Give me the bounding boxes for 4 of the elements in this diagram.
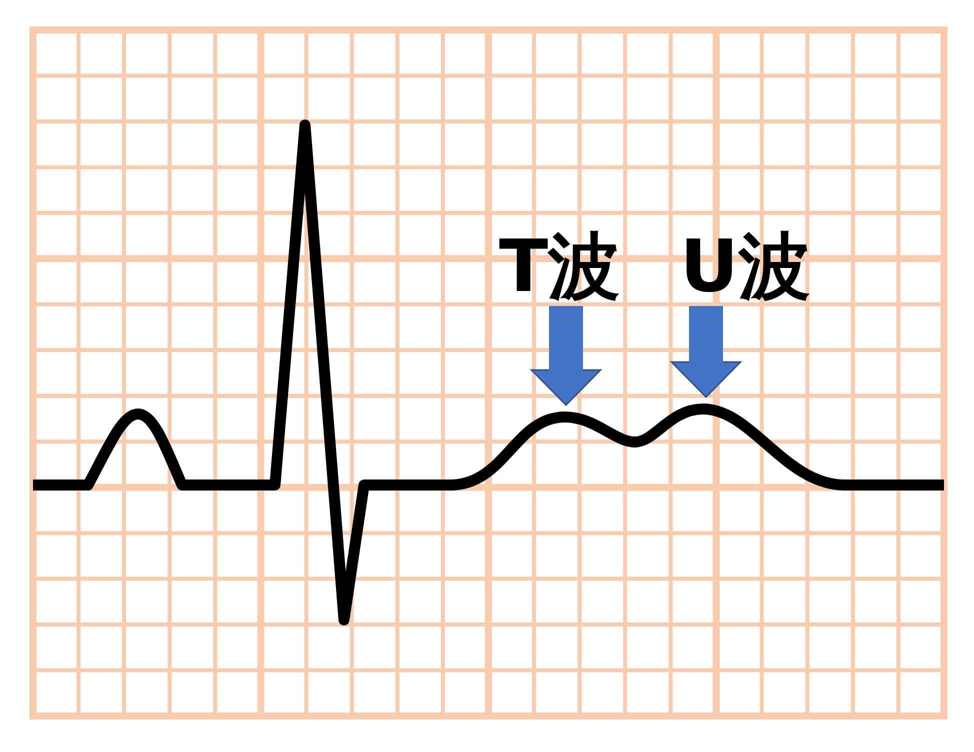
- arrow: [670, 306, 742, 398]
- wave-label: U波: [680, 226, 810, 306]
- arrow: [530, 306, 602, 406]
- wave-label: T波: [499, 226, 620, 306]
